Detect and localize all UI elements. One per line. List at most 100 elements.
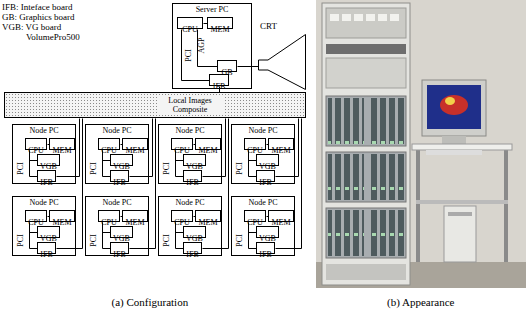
- board-box: IFB: [110, 242, 129, 254]
- board-box: IFB: [209, 74, 229, 86]
- board-box: MEM: [49, 210, 75, 222]
- board-box: MEM: [195, 138, 221, 150]
- chassis: [326, 208, 406, 258]
- desk-leg: [416, 150, 420, 262]
- band-name: Local Images Composite: [157, 96, 223, 114]
- meter: [330, 14, 339, 21]
- board-name: IFB: [40, 178, 52, 188]
- board-box: CPU: [25, 210, 47, 222]
- pc-heading: Node PC: [102, 198, 131, 208]
- desk-shelf: [416, 200, 508, 204]
- board-box: MEM: [122, 210, 148, 222]
- board-box: IFB: [183, 170, 202, 182]
- monitor-screen: [427, 85, 481, 129]
- board-box: VGB: [37, 154, 60, 166]
- card-row: [328, 154, 364, 200]
- pc-box: Server PCCPUMEMGBIFB: [172, 3, 252, 89]
- bus-label: PCI: [235, 234, 244, 246]
- board-box: MEM: [49, 138, 75, 150]
- board-box: CPU: [171, 138, 193, 150]
- screen-image: [445, 97, 455, 105]
- caption-label: (b) Appearance: [387, 296, 455, 309]
- meter: [390, 14, 399, 21]
- board-name: IFB: [186, 250, 198, 260]
- board-box: MEM: [122, 138, 148, 150]
- screen-image: [440, 95, 468, 115]
- board-box: MEM: [268, 210, 294, 222]
- appearance-photo: [316, 0, 526, 288]
- crt-outline: [258, 34, 306, 90]
- board-box: CPU: [25, 138, 47, 150]
- board-name: IFB: [259, 250, 271, 260]
- board-box: MEM: [207, 17, 233, 29]
- bus-label: PCI: [16, 234, 25, 246]
- pc-box: Node PCCPUMEMVGBIFB: [231, 196, 295, 256]
- board-box: CPU: [98, 210, 120, 222]
- board-name: IFB: [213, 82, 225, 92]
- wall: [316, 0, 526, 288]
- crt-name: CRT: [260, 20, 277, 32]
- bus-label: PCI: [184, 49, 193, 61]
- board-box: IFB: [37, 170, 56, 182]
- pc-box: Node PC CPUMEM VGB IFB: [12, 196, 76, 256]
- pc-heading: Node PC: [102, 126, 131, 136]
- board-name: IFB: [40, 250, 52, 260]
- card-row: [368, 154, 404, 200]
- crt-shape: [259, 35, 306, 90]
- board-box: CPU: [171, 210, 193, 222]
- pc-box: Node PC CPUMEM VGB IFB: [158, 124, 222, 184]
- pc-box: Node PC CPUMEM VGB IFB: [85, 124, 149, 184]
- board-box: IFB: [110, 170, 129, 182]
- pc-heading: Node PC: [175, 126, 204, 136]
- chassis: [326, 152, 406, 202]
- pc-heading: Node PC: [29, 198, 58, 208]
- caption-label: (a) Configuration: [112, 296, 189, 309]
- pc-heading: Node PC: [29, 126, 58, 136]
- pc-heading: Node PC: [248, 198, 277, 208]
- board-box: IFB: [256, 170, 275, 182]
- rack-strip: [326, 44, 406, 54]
- card-row: [328, 210, 364, 256]
- pc-heading: Node PC: [248, 126, 277, 136]
- rack-panel: [326, 58, 406, 88]
- board-box: VGB: [37, 226, 60, 238]
- board-box: VGB: [110, 154, 133, 166]
- board-box: VGB: [256, 226, 279, 238]
- board-box: IFB: [256, 242, 275, 254]
- board-box: GB: [217, 60, 237, 72]
- board-box: VGB: [256, 154, 279, 166]
- board-box: MEM: [268, 138, 294, 150]
- rack-top-panel: [326, 8, 406, 38]
- board-name: IFB: [259, 178, 271, 188]
- legend-label: GB: Graphics board: [2, 12, 74, 22]
- composite-band: Local Images Composite: [4, 92, 306, 118]
- monitor-casing: [422, 80, 486, 136]
- pc-box: Node PCCPUMEMVGBIFB: [231, 124, 295, 184]
- board-name: MEM: [210, 25, 229, 35]
- connector-line: [238, 66, 259, 67]
- pc-box: Node PC CPUMEM VGB IFB: [12, 124, 76, 184]
- meter: [342, 14, 351, 21]
- bus-label: PCI: [162, 234, 171, 246]
- board-box: MEM: [195, 210, 221, 222]
- bus-label: PCI: [162, 162, 171, 174]
- board-box: VGB: [183, 154, 206, 166]
- bus-label: PCI: [235, 162, 244, 174]
- legend-label: VolumePro500: [26, 32, 80, 42]
- meter: [354, 14, 363, 21]
- monitor-base: [442, 136, 466, 144]
- board-box: CPU: [98, 138, 120, 150]
- board-name: IFB: [113, 178, 125, 188]
- board-box: VGB: [183, 226, 206, 238]
- bus-line: [198, 30, 218, 67]
- pc-box: Node PCCPUMEMVGBIFB: [158, 196, 222, 256]
- crt-monitor: CRT: [258, 20, 306, 90]
- legend-label: IFB: Inteface board: [2, 2, 72, 12]
- legend-label: VGB: VG board: [2, 22, 61, 32]
- desk-leg: [504, 150, 508, 262]
- board-box: IFB: [37, 242, 56, 254]
- board-name: IFB: [113, 250, 125, 260]
- board-box: CPU: [177, 17, 203, 29]
- board-box: IFB: [183, 242, 202, 254]
- bus-label: PCI: [89, 162, 98, 174]
